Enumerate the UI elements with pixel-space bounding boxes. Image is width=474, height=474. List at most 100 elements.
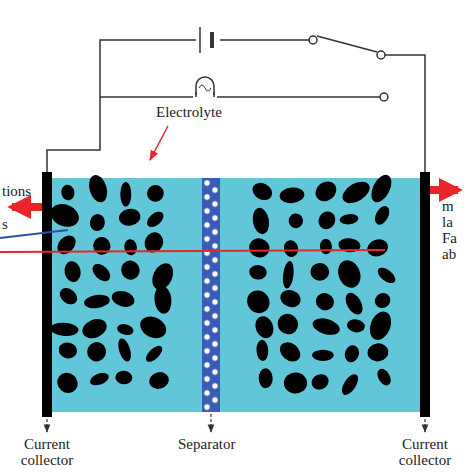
particle bbox=[147, 185, 164, 202]
particle bbox=[375, 265, 398, 286]
electrolyte-region bbox=[52, 178, 420, 412]
particle bbox=[282, 239, 300, 259]
particle bbox=[312, 177, 341, 205]
pore bbox=[204, 208, 210, 214]
particle bbox=[79, 315, 109, 341]
particle bbox=[247, 236, 273, 260]
particle bbox=[320, 238, 333, 254]
cut-off-text: Fa bbox=[442, 230, 457, 246]
particle bbox=[273, 310, 302, 339]
particle bbox=[137, 312, 170, 342]
pore bbox=[204, 390, 210, 396]
particle bbox=[276, 338, 304, 365]
particle bbox=[312, 350, 334, 361]
particle bbox=[123, 238, 138, 256]
pore bbox=[204, 376, 210, 382]
pore bbox=[204, 194, 210, 200]
pore bbox=[204, 236, 210, 242]
particle bbox=[116, 322, 135, 336]
particle bbox=[120, 182, 131, 207]
particle bbox=[144, 209, 166, 231]
dashed-arrow bbox=[47, 414, 425, 432]
pore bbox=[204, 362, 210, 368]
electrolyte-label: Electrolyte bbox=[156, 104, 222, 120]
particle bbox=[249, 179, 275, 203]
particle bbox=[57, 341, 78, 360]
separator bbox=[202, 178, 220, 412]
pore bbox=[212, 397, 218, 403]
particle bbox=[313, 290, 337, 313]
pore bbox=[204, 278, 210, 284]
leader-line bbox=[0, 230, 68, 238]
switch-symbol bbox=[309, 36, 388, 101]
pore bbox=[212, 327, 218, 333]
particle bbox=[60, 184, 76, 202]
particle bbox=[88, 370, 110, 387]
particle bbox=[251, 207, 271, 236]
particle bbox=[283, 372, 307, 394]
red-arrow bbox=[430, 186, 458, 194]
pore bbox=[204, 222, 210, 228]
battery-symbol bbox=[196, 27, 220, 53]
pore bbox=[212, 369, 218, 375]
particle bbox=[57, 285, 81, 308]
pore bbox=[204, 320, 210, 326]
particle bbox=[47, 200, 82, 231]
particle bbox=[115, 370, 133, 385]
component-label: Current collector bbox=[382, 436, 468, 468]
pore bbox=[212, 215, 218, 221]
particle bbox=[248, 264, 267, 280]
component-label: Current collector bbox=[4, 436, 90, 468]
pointer-arrow bbox=[150, 126, 168, 160]
particle bbox=[372, 204, 392, 228]
pore bbox=[212, 285, 218, 291]
pore bbox=[204, 264, 210, 270]
particle bbox=[288, 213, 304, 229]
electrode-particles bbox=[47, 172, 398, 398]
particle bbox=[339, 177, 374, 207]
particle bbox=[310, 263, 329, 281]
component-label: Separator bbox=[178, 436, 235, 452]
pore bbox=[212, 271, 218, 277]
pore bbox=[212, 383, 218, 389]
particle bbox=[118, 258, 143, 283]
particle bbox=[365, 237, 390, 259]
pore bbox=[212, 355, 218, 361]
particle bbox=[153, 285, 173, 315]
pore bbox=[204, 404, 210, 410]
particle bbox=[63, 260, 83, 284]
particle bbox=[339, 371, 362, 397]
particle bbox=[278, 287, 304, 310]
leader-line bbox=[0, 250, 385, 252]
particle bbox=[366, 308, 395, 343]
particle bbox=[89, 261, 113, 285]
pore bbox=[204, 306, 210, 312]
cut-off-text: s bbox=[2, 216, 8, 232]
pore bbox=[204, 292, 210, 298]
particle bbox=[256, 339, 269, 361]
particle bbox=[83, 293, 110, 310]
particle bbox=[54, 232, 80, 258]
pore bbox=[212, 341, 218, 347]
particle bbox=[116, 337, 134, 363]
circuit-wires bbox=[47, 36, 425, 172]
pore bbox=[204, 180, 210, 186]
cut-off-text: tions bbox=[2, 183, 31, 199]
cut-off-text: m bbox=[442, 198, 454, 214]
lamp-symbol bbox=[193, 77, 217, 99]
pore bbox=[212, 201, 218, 207]
cut-off-text: ab bbox=[442, 246, 456, 262]
pore bbox=[212, 229, 218, 235]
separator-pores bbox=[204, 180, 218, 410]
cut-off-text: la bbox=[442, 214, 453, 230]
particle bbox=[366, 342, 389, 362]
particle bbox=[259, 368, 273, 388]
particle bbox=[311, 315, 342, 337]
particle bbox=[281, 260, 295, 289]
particle bbox=[342, 290, 366, 318]
current-collector bbox=[42, 172, 52, 417]
particle bbox=[110, 288, 137, 309]
particle bbox=[243, 286, 275, 318]
